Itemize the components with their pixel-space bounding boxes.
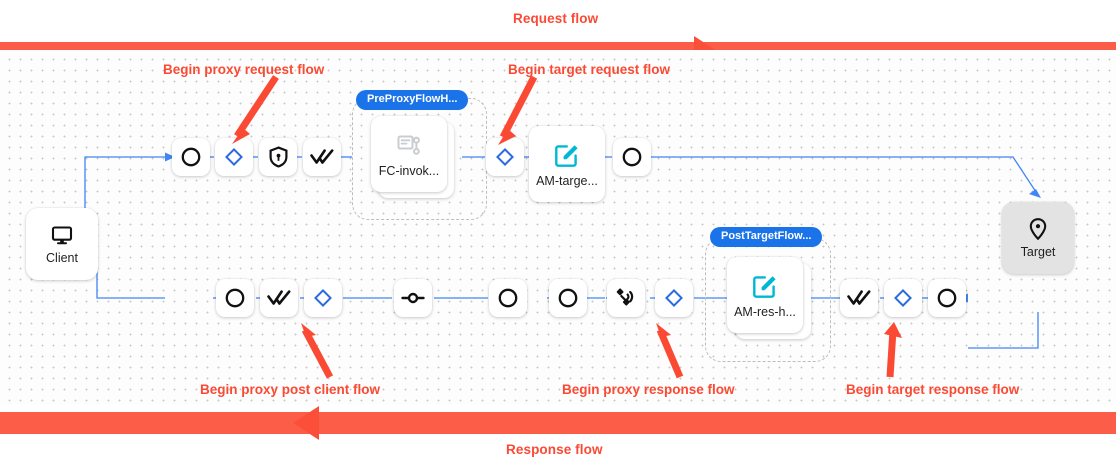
step-req-security[interactable] [259, 138, 297, 176]
step-res-mid-1[interactable] [489, 279, 527, 317]
step-res-client-end[interactable] [216, 279, 254, 317]
monitor-icon [50, 223, 74, 247]
circle-icon [936, 287, 958, 309]
flow-callout-icon [395, 131, 423, 159]
request-flow-label: Request flow [513, 11, 599, 26]
double-check-icon [267, 289, 291, 307]
node-connector-icon [401, 290, 425, 306]
step-res-target-begin[interactable] [884, 279, 922, 317]
policy-fc-invoke[interactable]: FC-invok... [371, 116, 447, 192]
endpoint-target[interactable]: Target [1002, 202, 1074, 274]
annotation-begin-proxy-post-client-flow: Begin proxy post client flow [200, 382, 381, 397]
circle-icon [497, 287, 519, 309]
assign-message-icon [751, 272, 779, 300]
diagram-surface[interactable]: PreProxyFlowH... PostTargetFlow... Clien… [0, 50, 1116, 405]
response-flow-bar [0, 412, 1116, 434]
response-flow-label: Response flow [506, 442, 603, 457]
step-req-start[interactable] [172, 138, 210, 176]
step-res-node[interactable] [394, 279, 432, 317]
shield-lock-icon [268, 146, 289, 168]
group-pill-pre-proxy-flow-hook[interactable]: PreProxyFlowH... [356, 90, 469, 110]
step-res-target-checks[interactable] [840, 279, 878, 317]
step-res-broadcast[interactable] [607, 279, 645, 317]
policy-am-target[interactable]: AM-targe... [529, 126, 605, 202]
annotation-begin-target-response-flow: Begin target response flow [846, 382, 1020, 397]
arrowhead-target-response [884, 322, 902, 338]
step-req-proxy-begin[interactable] [215, 138, 253, 176]
step-res-checks[interactable] [260, 279, 298, 317]
annotation-begin-target-request-flow: Begin target request flow [508, 62, 671, 77]
endpoint-client[interactable]: Client [26, 208, 98, 280]
step-res-mid-2[interactable] [549, 279, 587, 317]
arrowhead-post-client [301, 323, 316, 337]
double-check-icon [847, 289, 871, 307]
step-req-target-end[interactable] [613, 138, 651, 176]
policy-am-target-label: AM-targe... [536, 173, 598, 188]
group-pill-post-target-flow-hook[interactable]: PostTargetFlow... [710, 227, 823, 247]
step-req-target-begin[interactable] [486, 138, 524, 176]
arrowhead-proxy-response [656, 323, 671, 337]
annotation-begin-proxy-response-flow: Begin proxy response flow [562, 382, 735, 397]
step-req-checks[interactable] [303, 138, 341, 176]
circle-icon [224, 287, 246, 309]
arrowhead [165, 152, 175, 162]
diamond-icon [495, 147, 515, 167]
policy-am-res-h[interactable]: AM-res-h... [727, 257, 803, 333]
diamond-icon [224, 147, 244, 167]
diamond-icon [664, 288, 684, 308]
location-pin-icon [1027, 217, 1049, 241]
diamond-icon [893, 288, 913, 308]
circle-icon [621, 146, 643, 168]
double-check-icon [310, 148, 334, 166]
step-res-target-start[interactable] [928, 279, 966, 317]
assign-message-icon [553, 141, 581, 169]
policy-am-res-h-label: AM-res-h... [734, 304, 796, 319]
annotation-begin-proxy-request-flow: Begin proxy request flow [163, 62, 325, 77]
step-res-proxy-begin[interactable] [655, 279, 693, 317]
policy-fc-invoke-label: FC-invok... [378, 163, 440, 178]
arrowhead-proxy-request [232, 128, 250, 144]
endpoint-client-label: Client [46, 251, 78, 266]
circle-icon [557, 287, 579, 309]
circle-icon [180, 146, 202, 168]
diamond-icon [313, 288, 333, 308]
response-flow-arrowhead [293, 406, 319, 440]
step-res-post-client-begin[interactable] [304, 279, 342, 317]
satellite-icon [614, 286, 638, 310]
arrowhead-target-request [498, 129, 516, 145]
endpoint-target-label: Target [1020, 245, 1056, 260]
arrowhead [1029, 189, 1041, 198]
